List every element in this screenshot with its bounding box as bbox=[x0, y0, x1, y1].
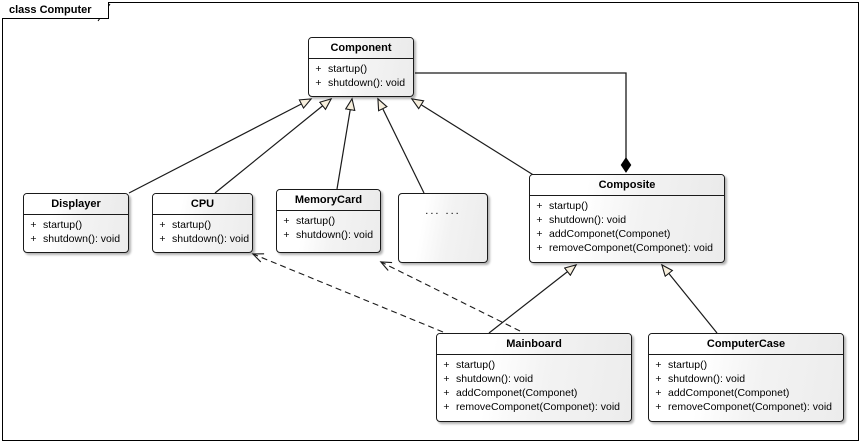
generalization-mainboard-to-composite bbox=[488, 265, 576, 334]
operation-signature: startup() bbox=[549, 200, 589, 212]
operation-signature: shutdown(): void bbox=[549, 214, 627, 226]
visibility-marker: + bbox=[655, 373, 662, 385]
class-box-ellipsis[interactable]: ... ... bbox=[398, 193, 488, 263]
class-operations-cpu: + startup() + shutdown(): void bbox=[153, 215, 252, 249]
operation-row: + startup() bbox=[277, 214, 380, 228]
operation-row: + addComponet(Componet) bbox=[437, 386, 631, 400]
class-box-component[interactable]: Component + startup() + shutdown(): void bbox=[308, 37, 414, 97]
visibility-marker: + bbox=[283, 229, 290, 241]
visibility-marker: + bbox=[159, 219, 166, 231]
class-box-displayer[interactable]: Displayer + startup() + shutdown(): void bbox=[23, 193, 129, 253]
class-box-memorycard[interactable]: MemoryCard + startup() + shutdown(): voi… bbox=[276, 189, 381, 253]
operation-row: + removeComponet(Componet): void bbox=[437, 400, 631, 414]
operation-row: + shutdown(): void bbox=[437, 372, 631, 386]
visibility-marker: + bbox=[443, 359, 450, 371]
operation-row: + removeComponet(Componet): void bbox=[530, 241, 724, 255]
dependency-mainboard-to-cpu bbox=[251, 253, 444, 333]
visibility-marker: + bbox=[536, 228, 543, 240]
dependency-mainboard-to-memorycard bbox=[379, 261, 521, 332]
class-box-composite[interactable]: Composite + startup() + shutdown(): void… bbox=[529, 174, 725, 263]
operation-row: + shutdown(): void bbox=[24, 232, 128, 246]
visibility-marker: + bbox=[315, 77, 322, 89]
generalization-composite-to-component bbox=[412, 99, 536, 177]
operation-signature: shutdown(): void bbox=[172, 233, 250, 245]
visibility-marker: + bbox=[283, 215, 290, 227]
composition-component-to-composite bbox=[415, 72, 626, 172]
class-operations-computercase: + startup() + shutdown(): void + addComp… bbox=[649, 355, 843, 417]
operation-row: + startup() bbox=[530, 199, 724, 213]
class-name-mainboard: Mainboard bbox=[437, 334, 631, 355]
operation-signature: startup() bbox=[328, 63, 368, 75]
visibility-marker: + bbox=[315, 63, 322, 75]
visibility-marker: + bbox=[30, 219, 37, 231]
operation-signature: removeComponet(Componet): void bbox=[668, 401, 832, 413]
class-operations-displayer: + startup() + shutdown(): void bbox=[24, 215, 128, 249]
generalization-computercase-to-composite bbox=[662, 265, 718, 334]
operation-row: + startup() bbox=[437, 358, 631, 372]
operation-signature: startup() bbox=[43, 219, 83, 231]
class-box-cpu[interactable]: CPU + startup() + shutdown(): void bbox=[152, 193, 253, 253]
operation-signature: shutdown(): void bbox=[456, 373, 534, 385]
visibility-marker: + bbox=[536, 242, 543, 254]
operation-row: + addComponet(Componet) bbox=[530, 227, 724, 241]
visibility-marker: + bbox=[443, 387, 450, 399]
frame-label: class Computer bbox=[2, 2, 109, 19]
generalization-ellipsis-to-component bbox=[378, 99, 425, 194]
operation-signature: removeComponet(Componet): void bbox=[549, 242, 713, 254]
operation-signature: addComponet(Componet) bbox=[668, 387, 790, 399]
operation-row: + removeComponet(Componet): void bbox=[649, 400, 843, 414]
class-name-ellipsis: ... ... bbox=[425, 205, 461, 217]
class-name-composite: Composite bbox=[530, 175, 724, 196]
visibility-marker: + bbox=[536, 200, 543, 212]
class-name-cpu: CPU bbox=[153, 194, 252, 215]
operation-signature: removeComponet(Componet): void bbox=[456, 401, 620, 413]
visibility-marker: + bbox=[443, 401, 450, 413]
operation-row: + shutdown(): void bbox=[309, 76, 413, 90]
operation-row: + startup() bbox=[153, 218, 252, 232]
class-name-computercase: ComputerCase bbox=[649, 334, 843, 355]
class-name-memorycard: MemoryCard bbox=[277, 190, 380, 211]
class-name-displayer: Displayer bbox=[24, 194, 128, 215]
operation-signature: shutdown(): void bbox=[668, 373, 746, 385]
operation-signature: startup() bbox=[172, 219, 212, 231]
operation-signature: addComponet(Componet) bbox=[549, 228, 671, 240]
generalization-displayer-to-component bbox=[128, 99, 311, 194]
operation-signature: addComponet(Componet) bbox=[456, 387, 578, 399]
operation-signature: shutdown(): void bbox=[328, 77, 406, 89]
operation-row: + addComponet(Componet) bbox=[649, 386, 843, 400]
operation-row: + startup() bbox=[24, 218, 128, 232]
operation-signature: shutdown(): void bbox=[43, 233, 121, 245]
visibility-marker: + bbox=[655, 401, 662, 413]
operation-row: + shutdown(): void bbox=[153, 232, 252, 246]
operation-row: + shutdown(): void bbox=[530, 213, 724, 227]
operation-row: + startup() bbox=[309, 62, 413, 76]
visibility-marker: + bbox=[655, 359, 662, 371]
operation-row: + shutdown(): void bbox=[649, 372, 843, 386]
visibility-marker: + bbox=[536, 214, 543, 226]
visibility-marker: + bbox=[159, 233, 166, 245]
visibility-marker: + bbox=[443, 373, 450, 385]
class-operations-memorycard: + startup() + shutdown(): void bbox=[277, 211, 380, 245]
class-operations-component: + startup() + shutdown(): void bbox=[309, 59, 413, 93]
class-operations-mainboard: + startup() + shutdown(): void + addComp… bbox=[437, 355, 631, 417]
visibility-marker: + bbox=[30, 233, 37, 245]
class-name-component: Component bbox=[309, 38, 413, 59]
operation-signature: startup() bbox=[456, 359, 496, 371]
operation-signature: shutdown(): void bbox=[296, 229, 374, 241]
class-box-computercase[interactable]: ComputerCase + startup() + shutdown(): v… bbox=[648, 333, 844, 422]
visibility-marker: + bbox=[655, 387, 662, 399]
operation-signature: startup() bbox=[296, 215, 336, 227]
generalization-memorycard-to-component bbox=[336, 99, 352, 190]
operation-row: + shutdown(): void bbox=[277, 228, 380, 242]
class-box-mainboard[interactable]: Mainboard + startup() + shutdown(): void… bbox=[436, 333, 632, 422]
operation-signature: startup() bbox=[668, 359, 708, 371]
operation-row: + startup() bbox=[649, 358, 843, 372]
generalization-cpu-to-component bbox=[214, 99, 331, 194]
class-operations-composite: + startup() + shutdown(): void + addComp… bbox=[530, 196, 724, 258]
